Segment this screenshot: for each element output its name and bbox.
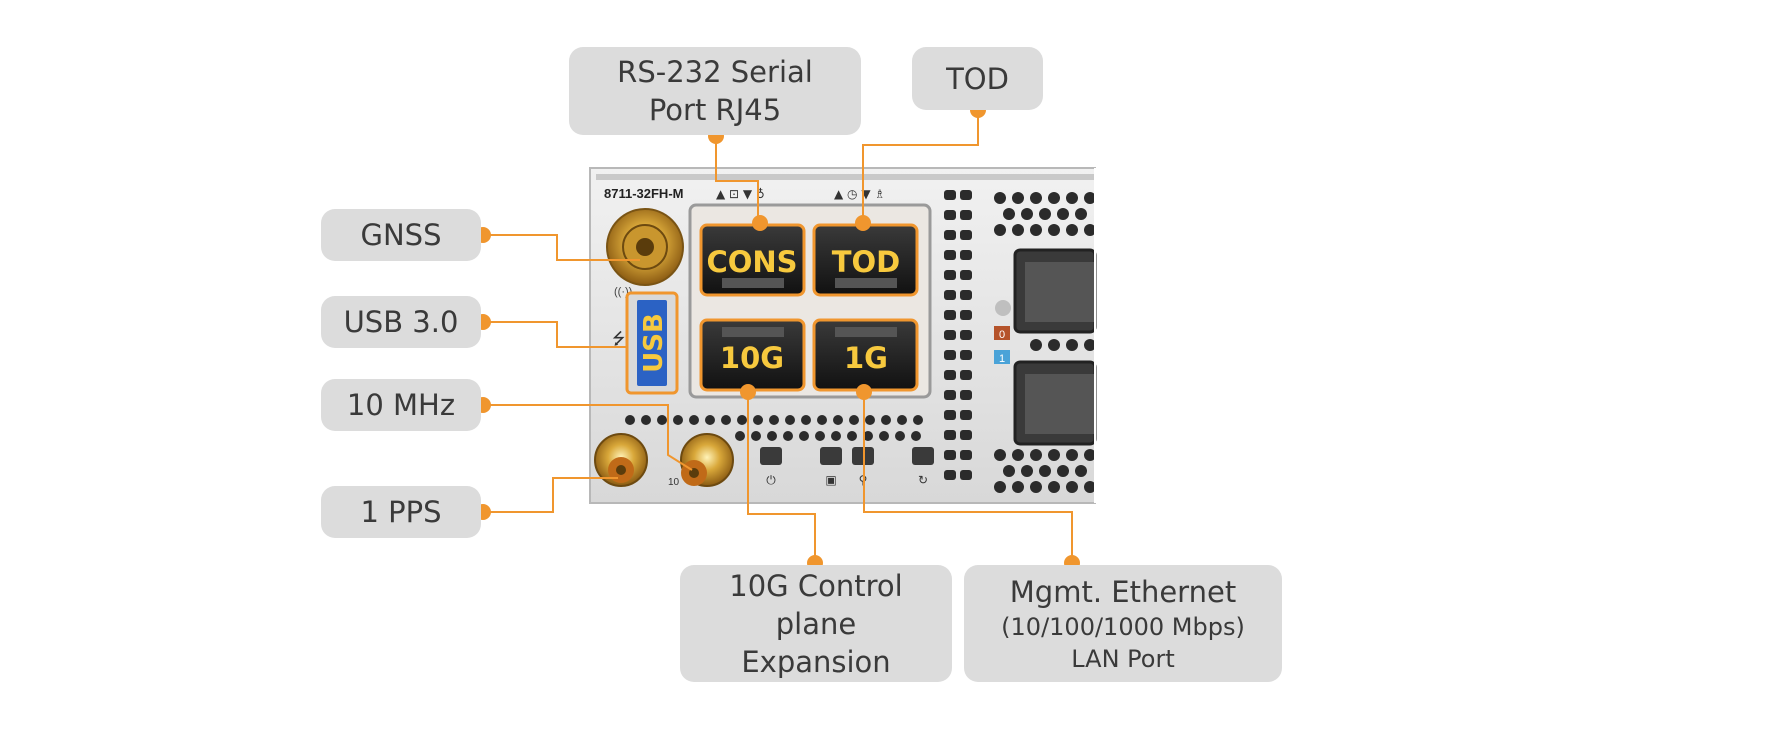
callout-mgmt-ethernet: Mgmt. Ethernet (10/100/1000 Mbps) LAN Po…	[964, 565, 1282, 682]
leader-gnss	[483, 234, 640, 261]
callout-1pps: 1 PPS	[321, 486, 481, 538]
callout-10g-line-2: plane	[775, 606, 857, 641]
callout-mgmt-line-3: LAN Port	[1071, 644, 1175, 673]
tod-led-icons: ▲ ◷ ▼ ♗	[834, 187, 885, 201]
svg-text:⏻: ⏻	[766, 473, 776, 487]
callout-rs232-line-1: RS-232 Serial	[617, 55, 813, 89]
gnss-connector	[606, 208, 684, 286]
port-cons-label: CONS	[706, 245, 797, 279]
leader-1g	[863, 390, 1073, 563]
leader-lines	[483, 110, 1073, 563]
svg-text:0: 0	[999, 329, 1005, 341]
port-cons: CONS	[699, 223, 806, 297]
callout-rs232-serial-port: RS-232 Serial Port RJ45	[569, 47, 861, 135]
callout-rs232-line-2: Port RJ45	[648, 93, 782, 127]
usb-port-label: USB	[639, 313, 669, 373]
leader-usb	[483, 321, 627, 348]
led-1: 1	[994, 350, 1010, 365]
callout-10mhz: 10 MHz	[321, 379, 481, 431]
leader-10g	[747, 390, 816, 563]
port-10g: 10G	[699, 318, 806, 392]
port-10g-label: 10G	[720, 341, 784, 375]
leader-rs232	[715, 136, 759, 225]
qsfp-cage-bottom	[1013, 360, 1097, 446]
callout-10g-line-3: Expansion	[741, 644, 891, 679]
callout-tod: TOD	[912, 47, 1043, 110]
svg-text:1: 1	[999, 353, 1005, 365]
usb-port: USB ⭍	[612, 291, 679, 395]
callout-mgmt-line-2: (10/100/1000 Mbps)	[1001, 612, 1245, 641]
leader-tod	[862, 110, 979, 225]
callout-1pps-label: 1 PPS	[360, 495, 442, 529]
mhz-connector	[680, 433, 734, 487]
usb-symbol-icon: ⭍	[612, 330, 625, 348]
leader-10mhz	[483, 404, 693, 471]
callout-gnss: GNSS	[321, 209, 481, 261]
port-1g-label: 1G	[844, 341, 888, 375]
vent-grille	[625, 190, 1096, 493]
pps-connector	[594, 433, 648, 487]
qsfp-cage-top	[1013, 248, 1097, 334]
status-led	[995, 300, 1011, 316]
callout-10g-control-plane: 10G Control plane Expansion	[680, 565, 952, 682]
callout-10mhz-label: 10 MHz	[346, 388, 456, 422]
cons-led-icons: ▲ ⊡ ▼ ♁	[716, 187, 765, 201]
callout-usb-label: USB 3.0	[343, 305, 459, 339]
connector-10-label: 10	[668, 477, 680, 488]
port-tod: TOD	[812, 223, 919, 297]
callout-tod-label: TOD	[946, 61, 1009, 96]
port-1g: 1G	[812, 318, 919, 392]
callout-mgmt-line-1: Mgmt. Ethernet	[1009, 574, 1237, 609]
callout-usb: USB 3.0	[321, 296, 481, 348]
leader-1pps	[483, 477, 618, 513]
callout-gnss-label: GNSS	[360, 218, 442, 252]
callout-10g-line-1: 10G Control	[729, 568, 903, 603]
svg-text:▣: ▣	[825, 473, 836, 487]
led-0: 0	[994, 326, 1010, 341]
model-label: 8711-32FH-M	[604, 186, 683, 201]
svg-text:↻: ↻	[918, 473, 928, 487]
port-tod-label: TOD	[832, 245, 901, 279]
